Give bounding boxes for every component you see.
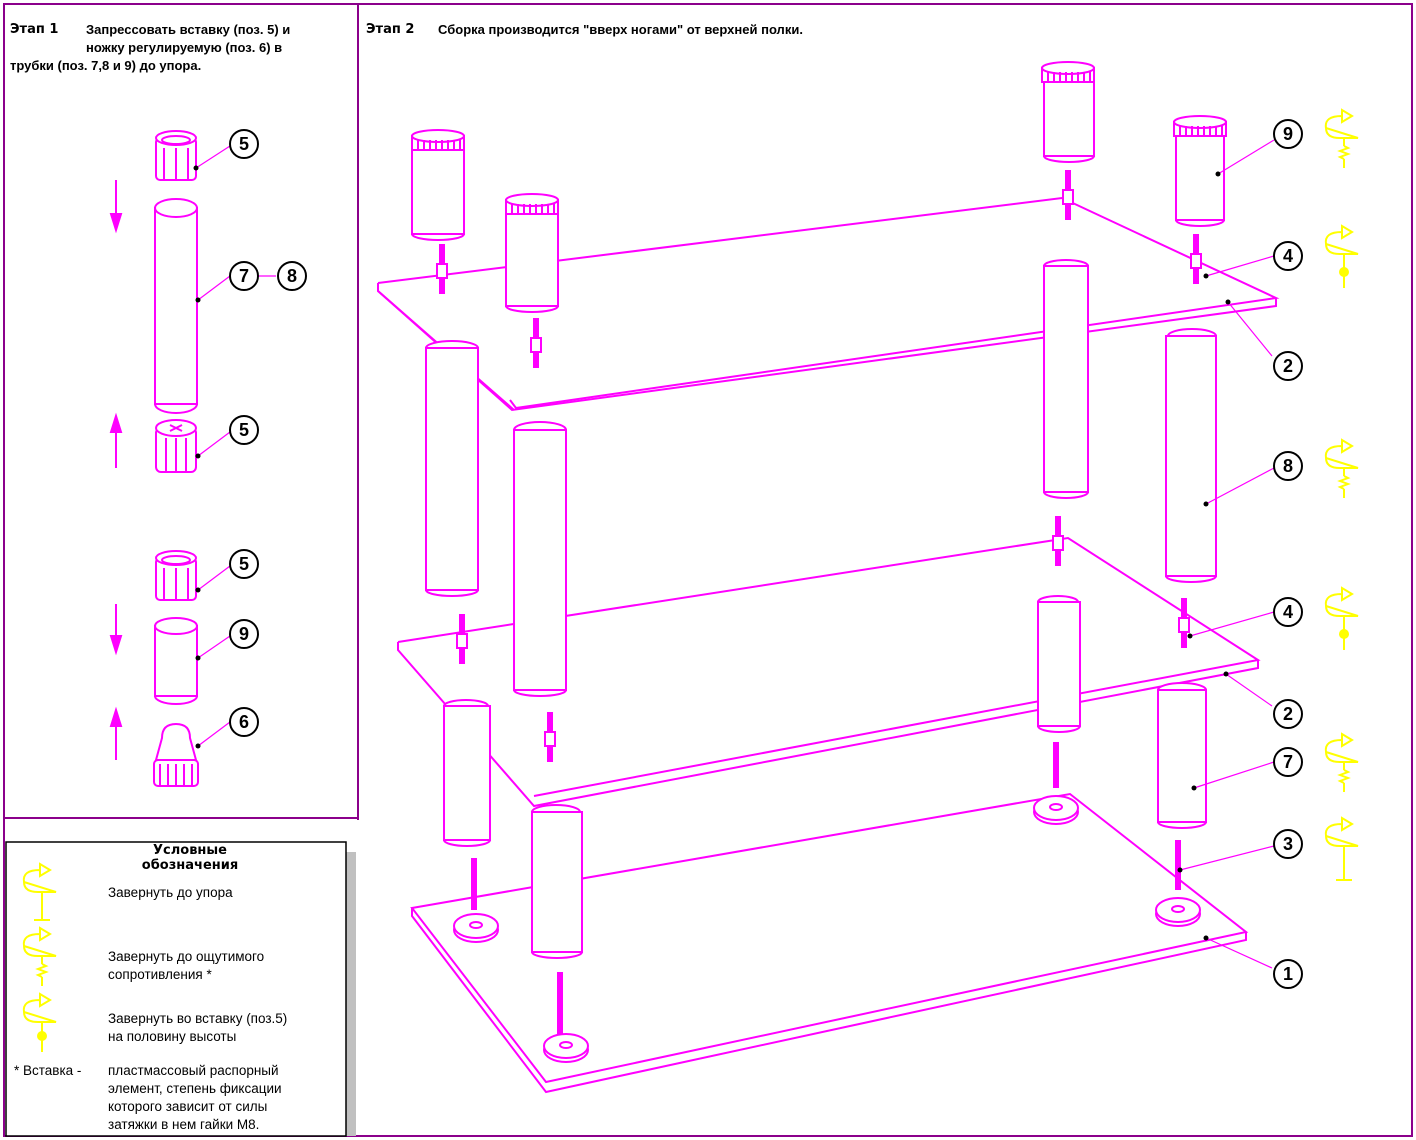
legend-note-line4: затяжки в нем гайки М8. xyxy=(108,1117,260,1132)
stage1-line2: ножку регулируемую (поз. 6) в xyxy=(86,40,283,55)
arrows xyxy=(109,180,123,760)
stage2-tubes xyxy=(411,61,1227,959)
tube-9-part xyxy=(154,617,198,705)
tighten-stop-icon xyxy=(22,862,57,921)
callout-stage2-8: 3 xyxy=(1282,834,1293,854)
callout-stage1-4: 5 xyxy=(238,420,249,440)
tighten-resistance-icon xyxy=(1324,438,1359,498)
stage2-studs xyxy=(437,170,1201,1040)
legend-note-line2: элемент, степень фиксации xyxy=(108,1081,282,1096)
callout-stage1-7: 6 xyxy=(238,712,249,732)
screw-half-icon xyxy=(1324,586,1359,650)
legend-title-line2: обозначения xyxy=(141,858,239,873)
callout-stage1-2: 7 xyxy=(238,266,249,286)
insert-5-bottom-part xyxy=(155,550,197,601)
stage2-leaders xyxy=(1179,139,1275,969)
legend-item3-line1: Завернуть во вставку (поз.5) xyxy=(108,1011,288,1026)
callout-stage2-7: 7 xyxy=(1282,752,1293,772)
legend-note-prefix: * Вставка - xyxy=(14,1063,82,1078)
legend-item2-line1: Завернуть до ощутимого xyxy=(108,949,265,964)
legend-item2-line2: сопротивления * xyxy=(108,967,212,982)
tighten-resistance-icon xyxy=(22,926,57,986)
tube-7-8-part xyxy=(154,198,198,414)
stage1-leaders xyxy=(195,145,276,747)
callout-stage1-3: 8 xyxy=(286,266,297,286)
callout-stage2-1: 9 xyxy=(1282,124,1293,144)
screw-half-icon xyxy=(22,992,57,1052)
callout-circles xyxy=(229,119,1303,989)
stage2-assembly xyxy=(377,196,1280,1094)
insert-5-top-part xyxy=(155,130,197,181)
callout-stage1-1: 5 xyxy=(238,134,249,154)
stage1-line1: Запрессовать вставку (поз. 5) и xyxy=(86,22,291,37)
callout-stage2-9: 1 xyxy=(1282,964,1293,984)
stage1-line3: трубки (поз. 7,8 и 9) до упора. xyxy=(10,58,202,73)
callout-stage2-2: 4 xyxy=(1282,246,1293,266)
tighten-resistance-icon xyxy=(1324,732,1359,792)
tighten-resistance-icon xyxy=(1324,108,1359,168)
legend-item1: Завернуть до упора xyxy=(108,885,233,900)
legend-item3-line2: на половину высоты xyxy=(108,1029,237,1044)
tighten-stop-icon xyxy=(1324,816,1359,881)
stage2-text: Сборка производится "вверх ногами" от ве… xyxy=(438,22,803,37)
callout-stage2-4: 8 xyxy=(1282,456,1293,476)
screw-half-icon xyxy=(1324,224,1359,288)
stage2-label: Этап 2 xyxy=(366,22,415,37)
stage1-parts xyxy=(109,130,199,787)
stage2-symbols xyxy=(1324,108,1359,881)
callout-stage2-3: 2 xyxy=(1282,356,1293,376)
legend-title-line1: Условные xyxy=(153,843,227,858)
insert-5-mid-part xyxy=(155,419,197,473)
callout-stage2-6: 2 xyxy=(1282,704,1293,724)
foot-6-part xyxy=(153,722,199,787)
callout-stage2-5: 4 xyxy=(1282,602,1293,622)
stage1-label: Этап 1 xyxy=(10,22,59,37)
callout-stage1-5: 5 xyxy=(238,554,249,574)
legend-title: Условные обозначения xyxy=(120,843,260,873)
legend-note-line3: которого зависит от силы xyxy=(108,1099,268,1114)
legend-symbols xyxy=(22,862,57,1052)
legend-note-line1: пластмассовый распорный xyxy=(108,1063,279,1078)
callout-stage1-6: 9 xyxy=(238,624,249,644)
